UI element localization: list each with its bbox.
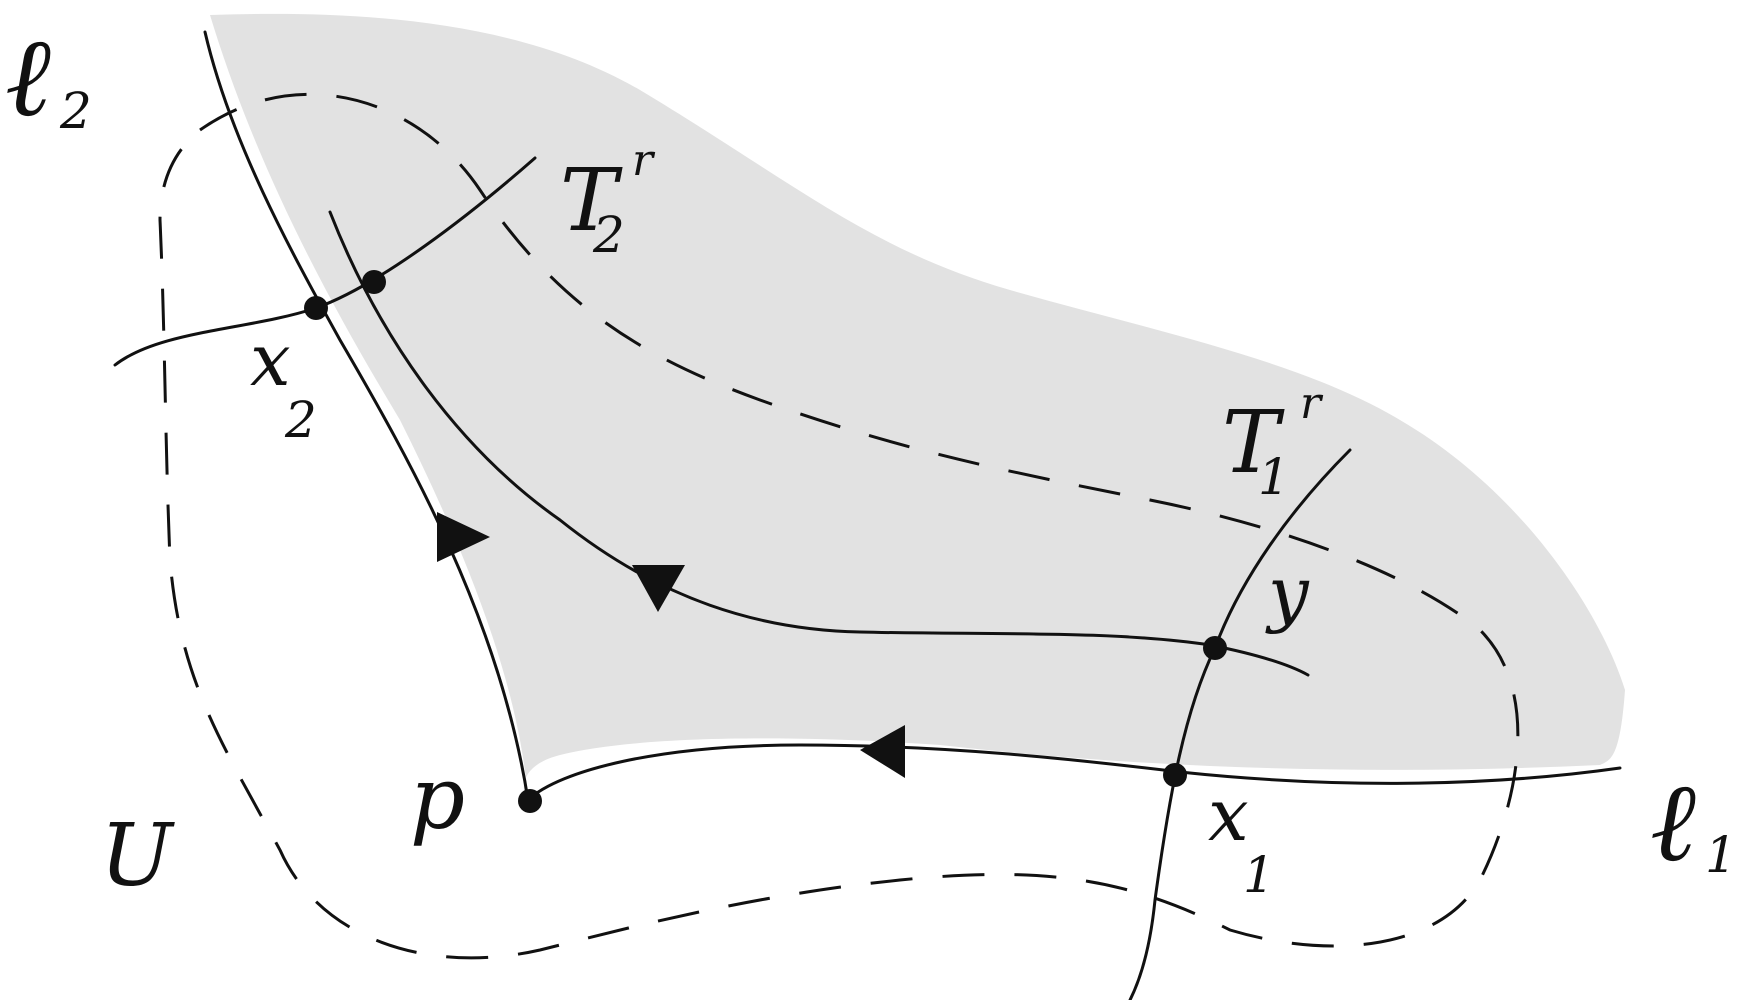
label-t2-sup: r — [632, 135, 656, 186]
label-t1-sub: 1 — [1258, 448, 1290, 506]
shaded-region — [210, 13, 1625, 800]
label-p: p — [410, 749, 465, 849]
point-x1 — [1163, 763, 1187, 787]
label-x1: x — [1208, 773, 1249, 857]
label-x2-sub: 2 — [284, 391, 317, 449]
label-t1: T — [1222, 393, 1285, 493]
label-t2: T — [560, 151, 623, 251]
label-x1-sub: 1 — [1243, 846, 1275, 904]
transversal-t1 — [1128, 448, 1352, 1000]
point-t2-orbit — [362, 270, 386, 294]
label-t2-sub: 2 — [592, 206, 625, 264]
arrow-on-orbit — [632, 565, 685, 612]
neighbourhood-u-boundary — [158, 92, 1520, 960]
label-l1: ℓ — [1650, 758, 1696, 886]
curve-l1 — [526, 743, 1622, 802]
label-l2-sub: 2 — [59, 82, 92, 140]
label-l2: ℓ — [5, 13, 51, 141]
label-x2: x — [250, 318, 291, 402]
arrow-on-l2 — [437, 512, 490, 562]
label-t1-sup: r — [1300, 378, 1324, 429]
point-y — [1203, 636, 1227, 660]
label-l1-sub: 1 — [1705, 826, 1737, 884]
point-x2 — [304, 296, 328, 320]
arrow-on-l1 — [860, 725, 905, 778]
label-y: y — [1265, 551, 1310, 635]
point-p — [518, 789, 542, 813]
curve-l2 — [203, 30, 530, 802]
label-u: U — [100, 806, 175, 906]
